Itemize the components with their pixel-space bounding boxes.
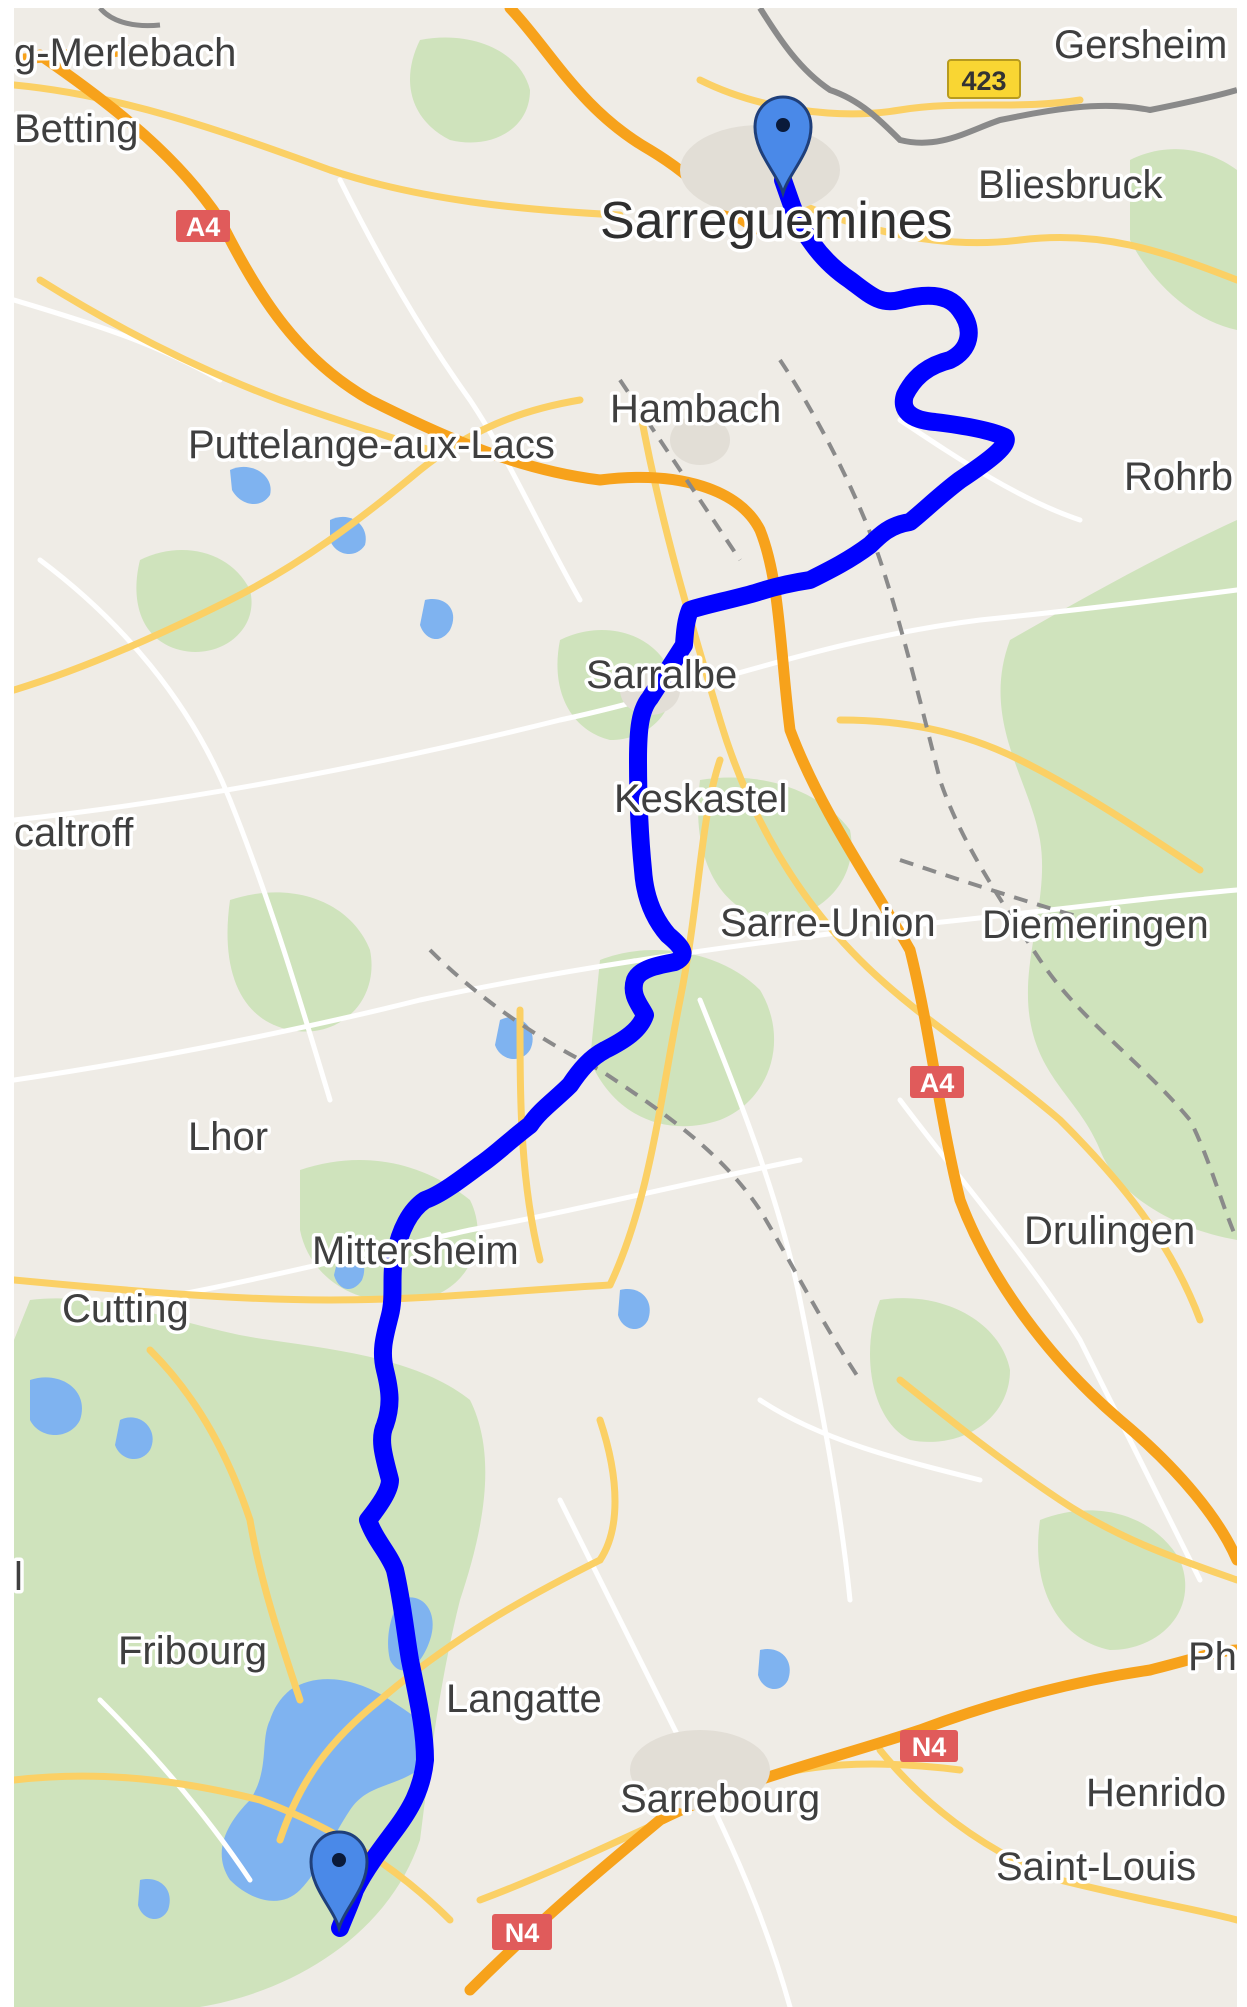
road-shield-label: A4 bbox=[186, 212, 221, 242]
place-label-rohrb: Rohrb bbox=[1124, 455, 1233, 499]
place-label-gersheim: Gersheim bbox=[1054, 23, 1227, 67]
road-shield-423: 423 bbox=[947, 59, 1021, 99]
road-shield-a4-east: A4 bbox=[910, 1066, 964, 1098]
forest-areas bbox=[14, 37, 1237, 2007]
route-line bbox=[331, 171, 1015, 1937]
place-label-mittersheim: Mittersheim bbox=[312, 1229, 519, 1273]
place-label-bliesbruck: Bliesbruck bbox=[978, 163, 1164, 207]
place-label-diemeringen: Diemeringen bbox=[982, 903, 1209, 947]
end-marker-pin-icon[interactable] bbox=[309, 1830, 369, 1934]
place-label-edge: l bbox=[14, 1555, 23, 1599]
place-label-sarreguemines: Sarreguemines bbox=[600, 192, 953, 250]
road-shield-label: A4 bbox=[920, 1068, 955, 1098]
place-label-cutting: Cutting bbox=[62, 1287, 189, 1331]
place-label-keskastel: Keskastel bbox=[614, 777, 787, 821]
road-shield-label: N4 bbox=[912, 1732, 947, 1762]
road-shield-n4-east: N4 bbox=[900, 1730, 958, 1762]
place-label-betting: Betting bbox=[14, 107, 139, 151]
road-shield-a4-north: A4 bbox=[176, 210, 230, 242]
country-border-west bbox=[98, 8, 161, 29]
place-label-langatte: Langatte bbox=[446, 1677, 602, 1721]
place-label-sarre-union: Sarre-Union bbox=[720, 901, 936, 945]
road-shield-n4-south: N4 bbox=[492, 1914, 552, 1950]
place-label-saint-louis: Saint-Louis bbox=[996, 1845, 1196, 1889]
place-label-lhor: Lhor bbox=[188, 1115, 268, 1159]
road-shield-label: N4 bbox=[505, 1918, 540, 1948]
place-label-ph: Ph bbox=[1188, 1635, 1237, 1679]
place-label-henrido: Henrido bbox=[1086, 1771, 1226, 1815]
place-label-caltroff: caltroff bbox=[14, 811, 134, 855]
place-label-sarrebourg: Sarrebourg bbox=[620, 1777, 820, 1821]
place-label-merlebach: g-Merlebach bbox=[14, 31, 236, 75]
place-label-fribourg: Fribourg bbox=[118, 1629, 267, 1673]
road-shield-label: 423 bbox=[961, 66, 1006, 96]
place-label-drulingen: Drulingen bbox=[1024, 1209, 1195, 1253]
place-label-hambach: Hambach bbox=[610, 387, 781, 431]
country-border bbox=[757, 8, 1237, 146]
place-label-sarralbe: Sarralbe bbox=[586, 653, 737, 697]
major-roads bbox=[14, 76, 1237, 1924]
start-marker-pin-icon[interactable] bbox=[753, 95, 813, 199]
lakes-and-rivers bbox=[30, 466, 790, 1920]
place-label-puttelange: Puttelange-aux-Lacs bbox=[188, 423, 555, 467]
